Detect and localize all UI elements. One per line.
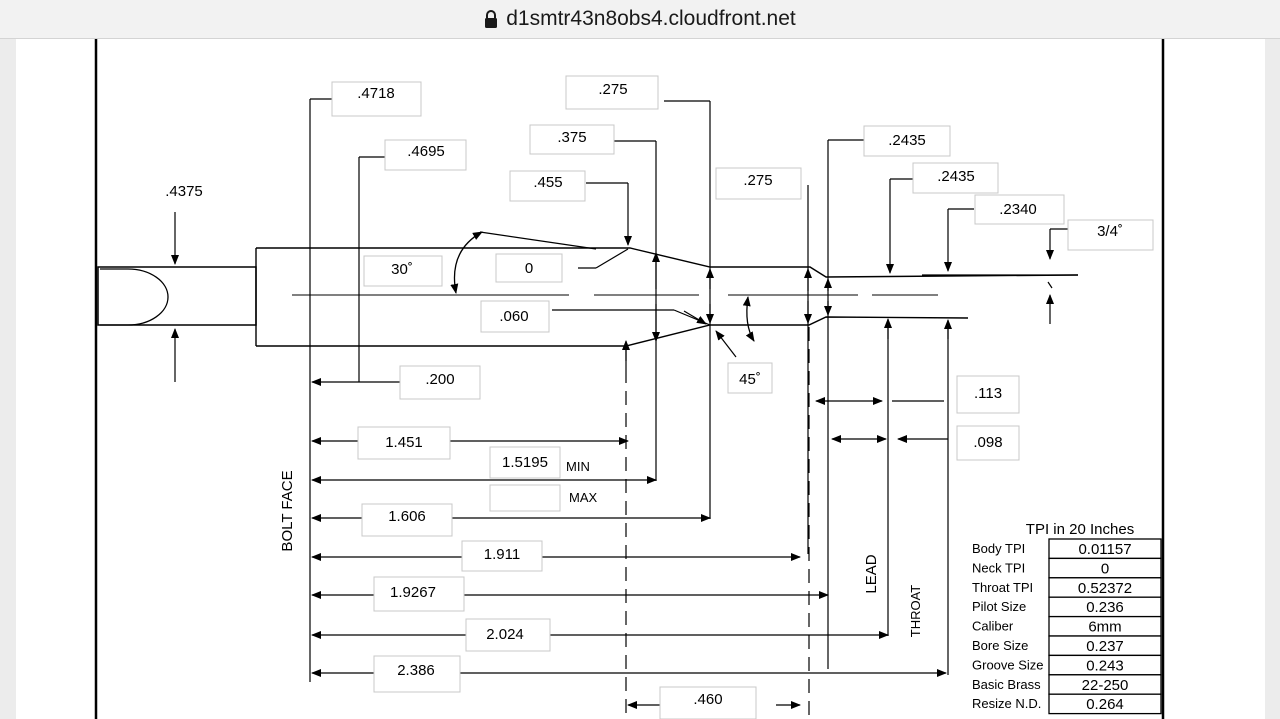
max-label: MAX [569,490,598,505]
dim-4718: .4718 [357,85,395,102]
dim-19267: 1.9267 [390,584,436,601]
dim-455: .455 [533,174,562,191]
tpi-row-label: Pilot Size [972,599,1026,614]
angle-30-label: 30˚ [391,261,413,278]
chamber-bottom-outline [256,316,969,347]
min-label: MIN [566,459,590,474]
tpi-row-value: 6mm [1088,619,1121,636]
tpi-row-value: 0.237 [1086,638,1124,655]
dim-1606: 1.606 [388,508,426,525]
tpi-table-title: TPI in 20 Inches [1026,521,1134,538]
tpi-row-value: 22-250 [1082,677,1129,694]
dim-460: .460 [693,691,722,708]
tpi-row-label: Bore Size [972,638,1028,653]
tpi-row-value: 0 [1101,560,1109,577]
throat-label: THROAT [908,585,923,638]
tpi-value-cell [1048,693,1162,715]
bolt-face-label: BOLT FACE [279,470,296,551]
dim-060: .060 [499,308,528,325]
tpi-row-label: Basic Brass [972,677,1041,692]
angle-45-label: 45˚ [739,371,761,388]
browser-url-bar[interactable]: d1smtr43n8obs4.cloudfront.net [0,0,1280,39]
reamer-diagram: .4718 .4695 .4375 .275 .375 .455 .275 .2… [94,39,1165,719]
angle-30-arc [450,231,483,294]
tpi-row-label: Body TPI [972,541,1025,556]
dim-098: .098 [973,434,1002,451]
chamber-top-outline [256,247,1079,278]
dim-2024: 2.024 [486,626,524,643]
url-container: d1smtr43n8obs4.cloudfront.net [0,0,1280,38]
lead-label: LEAD [863,554,880,593]
taper-top-line [479,231,597,250]
dim-2435-a: .2435 [888,132,926,149]
lock-icon [485,10,498,28]
dim-1451: 1.451 [385,434,423,451]
dim-4695: .4695 [407,143,445,160]
tpi-row-value: 0.264 [1086,696,1124,713]
angle-45-arc [742,296,755,342]
tpi-row-value: 0.01157 [1078,541,1131,558]
dim-2435-b: .2435 [937,168,975,185]
reamer-pilot [97,266,257,326]
dim-275-top: .275 [598,81,627,98]
dim-4375: .4375 [165,183,203,200]
url-text[interactable]: d1smtr43n8obs4.cloudfront.net [506,7,796,30]
tpi-row-label: Throat TPI [972,580,1033,595]
tpi-row-value: 0.236 [1086,599,1124,616]
dim-375: .375 [557,129,586,146]
tpi-row-value: 0.52372 [1078,580,1132,597]
drawing-sheet: .4718 .4695 .4375 .275 .375 .455 .275 .2… [16,39,1265,719]
zero-label: 0 [525,260,533,277]
dim-113: .113 [974,385,1002,402]
dim-1911: 1.911 [484,546,520,563]
pilot-nose [100,268,169,326]
tpi-row-label: Groove Size [972,657,1044,672]
dim-2340: .2340 [999,201,1037,218]
dim-3-4-degree: 3/4˚ [1097,223,1123,240]
dim-2386: 2.386 [397,662,435,679]
dim-275-neck: .275 [743,172,772,189]
tpi-row-label: Neck TPI [972,560,1025,575]
tpi-row-label: Caliber [972,619,1014,634]
tpi-row-value: 0.243 [1086,657,1124,674]
tpi-row-label: Resize N.D. [972,696,1041,711]
dim-200: .200 [425,371,454,388]
dim-15195: 1.5195 [502,454,548,471]
